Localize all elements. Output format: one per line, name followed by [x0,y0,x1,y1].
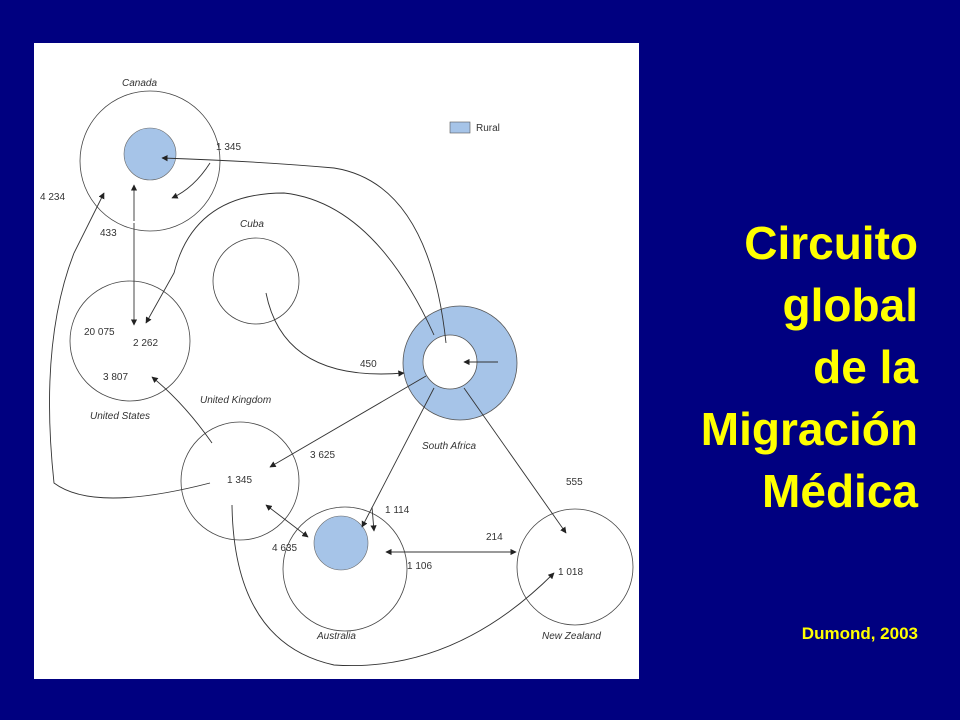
slide-title: Circuito global de la Migración Médica [618,212,918,522]
flow-arrow-sa-to-canada [161,155,447,344]
flow-label-canada-4234: 4 234 [40,192,65,203]
new-zealand-circle [516,508,634,626]
flow-label-au-4635: 4 635 [272,543,297,554]
migration-diagram: Rural Canada 1 345 4 234 433 Cuba 20 075… [34,43,639,679]
australia-circle [282,506,408,632]
flow-label-au-1106: 1 106 [407,561,432,572]
legend-rural-label: Rural [476,123,500,134]
flow-label-nz-555: 555 [566,477,583,488]
flow-label-canada-1345: 1 345 [216,142,241,153]
title-line-3: de la [813,341,918,393]
cuba-circle [212,237,300,325]
legend-rural-swatch [449,121,471,134]
title-line-5: Médica [762,465,918,517]
united-kingdom-circle [180,421,300,541]
flow-label-uk-3625: 3 625 [310,450,335,461]
flow-arrow-uk-to-canada [49,192,211,499]
new-zealand-label: New Zealand [542,631,601,642]
flow-label-us-3807: 3 807 [103,372,128,383]
flow-arrow-canada-internal [171,162,211,199]
flow-label-nz-1018: 1 018 [558,567,583,578]
title-line-4: Migración [700,403,918,455]
flow-arrow-sa-to-uk [269,375,427,468]
cuba-label: Cuba [240,219,264,230]
australia-rural-area [313,515,369,571]
flow-arrow-cuba-to-sa [265,292,405,377]
flow-label-au-1114: 1 114 [385,505,410,516]
migration-diagram-svg: Rural Canada 1 345 4 234 433 Cuba 20 075… [40,78,634,667]
united-kingdom-label: United Kingdom [200,395,271,406]
flow-arrow-uk-australia [265,504,309,538]
citation: Dumond, 2003 [801,624,918,643]
south-africa-label: South Africa [422,441,477,452]
united-states-label: United States [90,411,150,422]
flow-label-canada-433: 433 [100,228,117,239]
flow-label-uk-1345: 1 345 [227,475,252,486]
canada-label: Canada [122,78,157,89]
flow-arrow-australia-internal [370,506,377,532]
title-line-1: Circuito [744,217,918,269]
united-states-circle [69,280,191,402]
canada-circle [79,90,221,232]
flow-label-us-2262: 2 262 [133,338,158,349]
title-line-2: global [782,279,918,331]
flow-arrow-uk-to-nz [231,504,555,667]
canada-rural-area [123,127,177,181]
flow-label-nz-214: 214 [486,532,503,543]
flow-arrow-sa-to-us [145,192,435,336]
australia-label: Australia [316,631,356,642]
flow-arrow-sa-to-nz [463,387,567,534]
flow-label-us-20075: 20 075 [84,327,115,338]
flow-arrow-sa-to-australia [361,387,435,528]
flow-arrow-uk-to-us [151,376,213,444]
flow-label-sa-450: 450 [360,359,377,370]
